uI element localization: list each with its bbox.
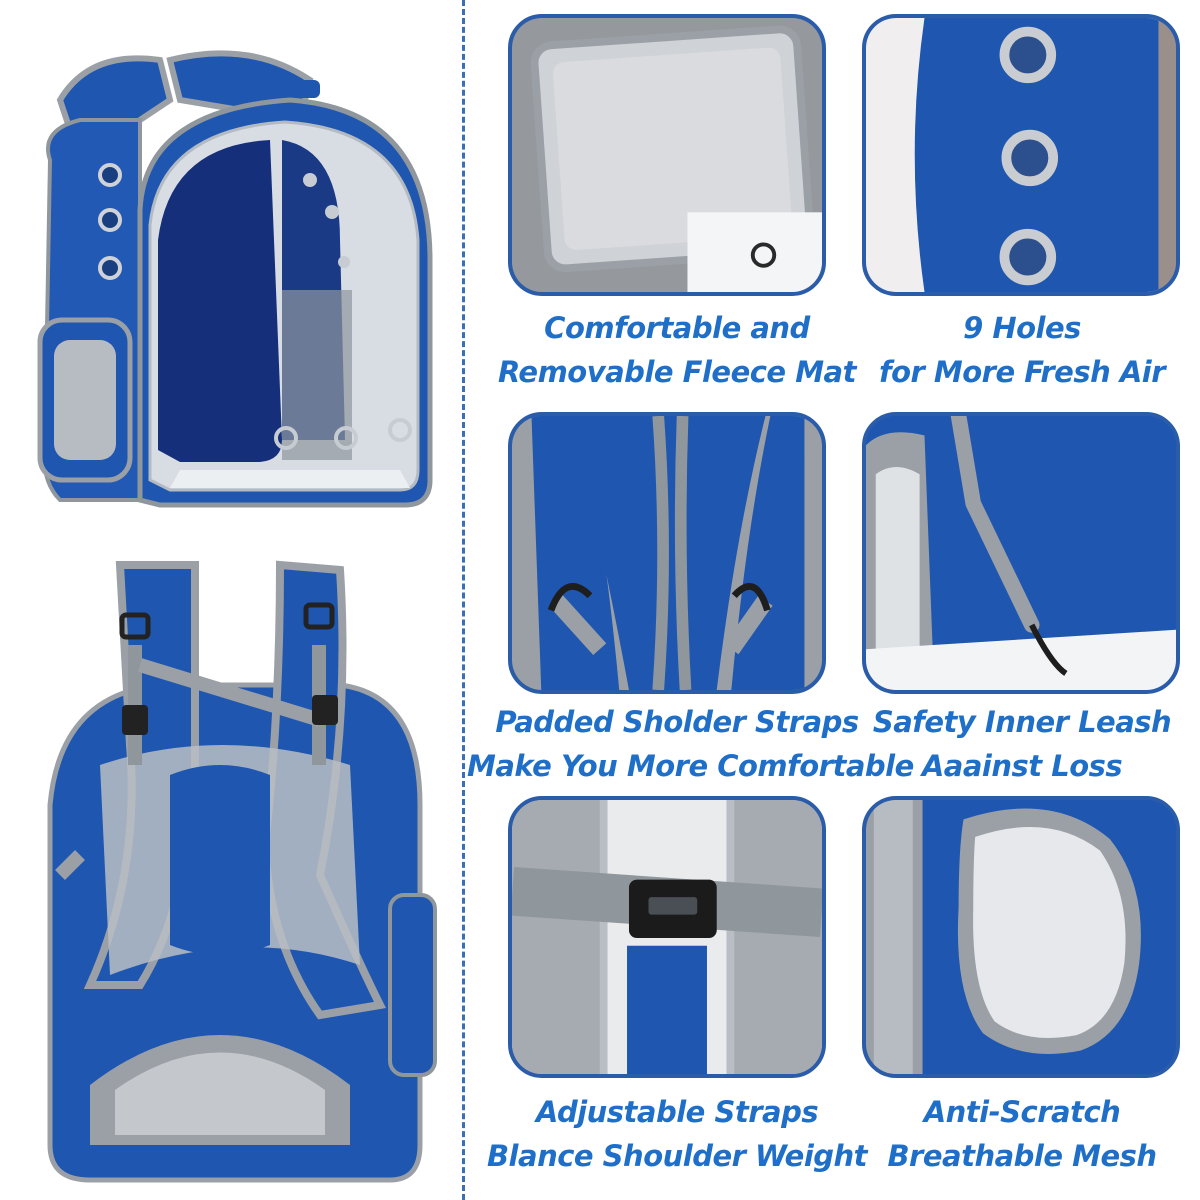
caption-line: Breathable Mesh [887, 1139, 1157, 1173]
caption-line: for More Fresh Air [878, 355, 1166, 389]
fleece-mat-photo [508, 14, 826, 296]
caption-line: Anti-Scratch [923, 1095, 1121, 1129]
inner-leash-photo [862, 412, 1180, 694]
feature-caption-inner-leash: Safety Inner Leash Aaainst Loss [812, 700, 1200, 788]
caption-line: Adjustable Straps [535, 1095, 819, 1129]
backpack-front-photo [20, 40, 440, 520]
caption-line: 9 Holes [963, 311, 1081, 345]
adjustable-straps-photo [508, 796, 826, 1078]
feature-caption-breathable-mesh: Anti-Scratch Breathable Mesh [812, 1090, 1200, 1178]
feature-caption-adjustable-straps: Adjustable Straps Blance Shoulder Weight [467, 1090, 887, 1178]
feature-caption-fleece-mat: Comfortable and Removable Fleece Mat [467, 306, 887, 394]
feature-caption-shoulder-straps: Padded Sholder Straps Make You More Comf… [467, 700, 914, 788]
caption-line: Make You More Comfortable [467, 749, 914, 783]
caption-line: Safety Inner Leash [872, 705, 1172, 739]
feature-caption-air-holes: 9 Holes for More Fresh Air [812, 306, 1200, 394]
caption-line: Padded Sholder Straps [495, 705, 859, 739]
air-holes-photo [862, 14, 1180, 296]
shoulder-straps-photo [508, 412, 826, 694]
breathable-mesh-photo [862, 796, 1180, 1078]
caption-line: Comfortable and [544, 311, 810, 345]
backpack-back-photo [20, 545, 440, 1185]
caption-line: Removable Fleece Mat [498, 355, 856, 389]
caption-line: Aaainst Loss [921, 749, 1123, 783]
caption-line: Blance Shoulder Weight [486, 1139, 868, 1173]
section-divider [462, 0, 465, 1200]
